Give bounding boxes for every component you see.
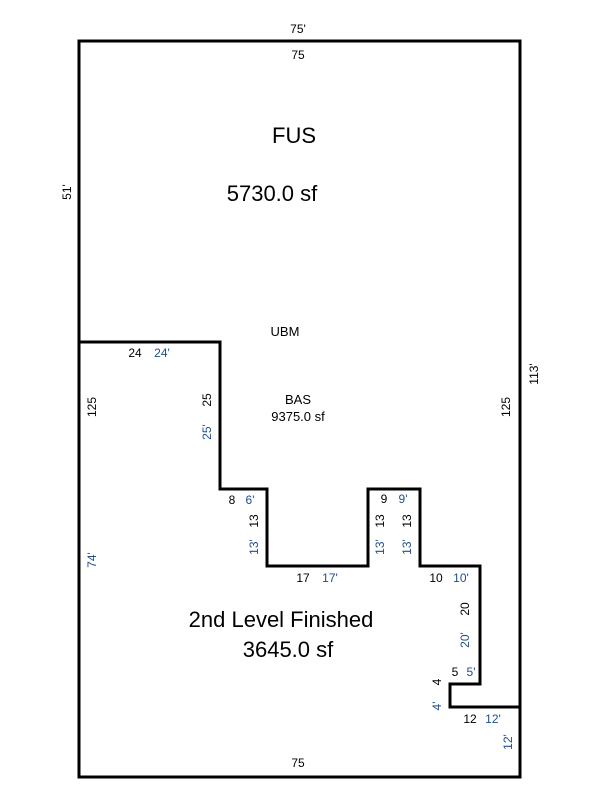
top-dim: 75 <box>291 48 305 62</box>
fus-label: FUS <box>272 123 316 148</box>
seg-dim: 9 <box>381 492 388 506</box>
seg-dim-blue: 13' <box>373 539 387 555</box>
seg-dim: 4 <box>430 678 444 685</box>
seg-dim: 13 <box>373 514 387 528</box>
seg-dim: 5 <box>452 665 459 679</box>
seg-dim: 13 <box>247 514 261 528</box>
seg-dim: 25 <box>200 393 214 407</box>
seg-dim-blue: 6' <box>246 493 255 507</box>
second-level-label: 2nd Level Finished <box>189 607 374 632</box>
level-divider-line <box>79 340 520 709</box>
segment-dims: 24 24' 25 25' 8 6' 13 13' 17 17' 13 13' … <box>128 346 501 726</box>
left-dim: 125 <box>85 397 99 417</box>
bas-area: 9375.0 sf <box>271 409 325 424</box>
seg-dim-blue: 4' <box>430 702 444 711</box>
seg-dim: 13 <box>400 514 414 528</box>
seg-dim-blue: 10' <box>453 571 469 585</box>
left-upper-dim: 51' <box>60 184 74 200</box>
outer-boundary <box>77 39 522 779</box>
right-lower-dim: 12' <box>501 734 515 750</box>
bottom-dim: 75 <box>291 756 305 770</box>
right-dim-blue: 113' <box>527 363 541 384</box>
seg-dim-blue: 17' <box>322 571 338 585</box>
seg-dim: 24 <box>128 346 142 360</box>
seg-dim: 10 <box>429 571 443 585</box>
top-dim-blue: 75' <box>290 22 306 36</box>
right-dim: 125 <box>499 397 513 417</box>
seg-dim-blue: 12' <box>485 712 501 726</box>
seg-dim: 17 <box>296 571 310 585</box>
seg-dim-blue: 25' <box>200 424 214 440</box>
fus-area: 5730.0 sf <box>227 181 318 206</box>
seg-dim-blue: 9' <box>399 492 408 506</box>
seg-dim-blue: 24' <box>154 346 170 360</box>
left-lower-dim: 74' <box>85 552 99 568</box>
seg-dim-blue: 5' <box>467 665 476 679</box>
seg-dim: 12 <box>463 712 477 726</box>
second-level-area: 3645.0 sf <box>243 637 334 662</box>
seg-dim-blue: 13' <box>400 539 414 555</box>
seg-dim: 20 <box>458 602 472 616</box>
bas-label: BAS <box>285 392 311 407</box>
seg-dim-blue: 13' <box>247 539 261 555</box>
ubm-label: UBM <box>271 324 300 339</box>
seg-dim: 8 <box>229 493 236 507</box>
seg-dim-blue: 20' <box>458 632 472 648</box>
